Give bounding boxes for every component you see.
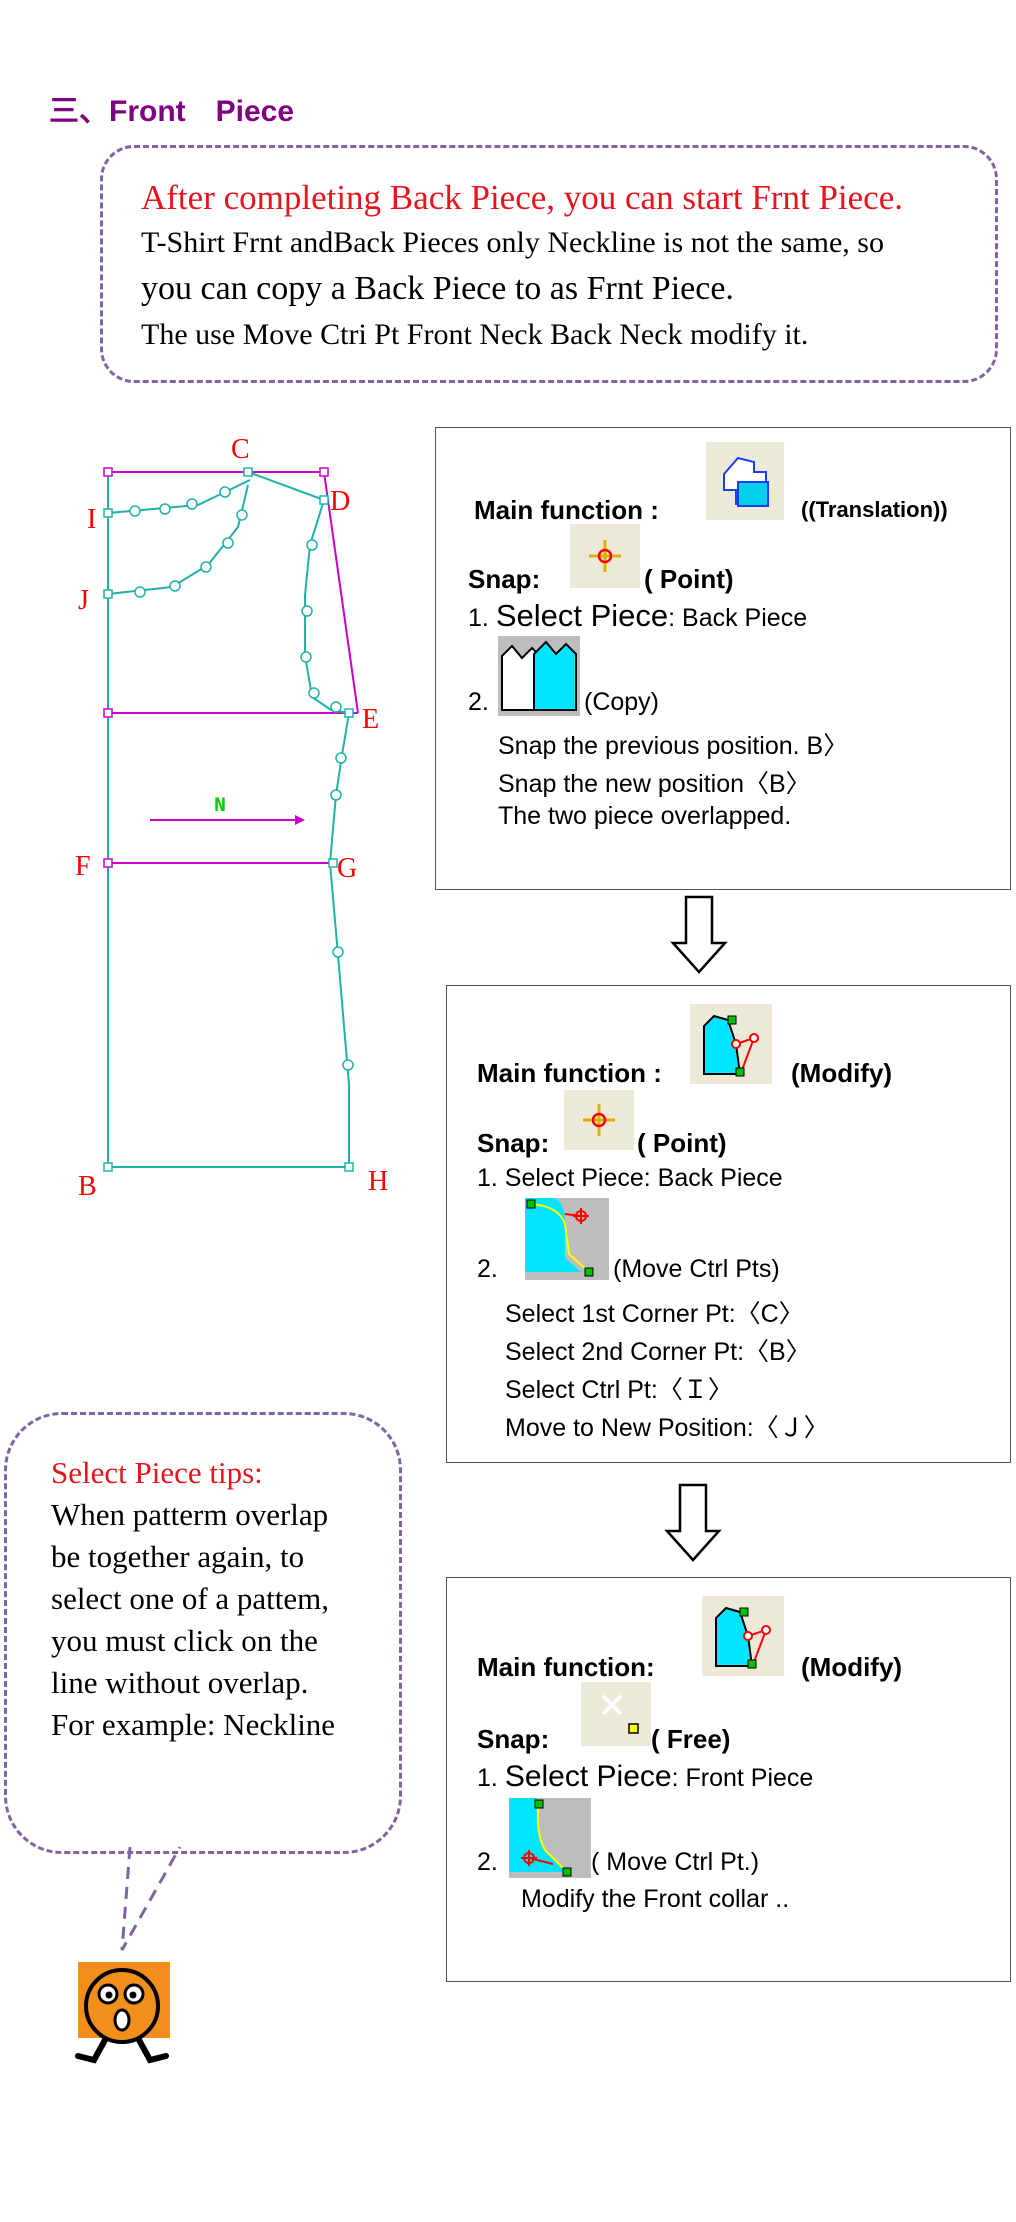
intro-line-1: After completing Back Piece, you can sta… — [141, 178, 903, 217]
label-c: C — [231, 434, 250, 465]
translation-arrow-head — [295, 815, 305, 825]
step1-main-label: Main function : — [474, 495, 659, 525]
down-arrow-2 — [664, 1483, 722, 1562]
label-d: D — [330, 486, 350, 517]
step3-select-piece: Select Piece — [504, 1760, 672, 1793]
step2-snap-mode: ( Point) — [637, 1128, 727, 1158]
tips-bubble: Select Piece tips: When patterm overlap … — [4, 1412, 402, 1854]
step3-line1-rest: : Front Piece — [671, 1764, 814, 1792]
label-i: I — [87, 504, 96, 535]
label-g: G — [337, 853, 357, 884]
step2-panel: Main function : (Modify) Snap: ( Point) … — [446, 985, 1011, 1463]
label-h: H — [368, 1166, 388, 1197]
move-ctrl-pt-icon[interactable] — [509, 1798, 591, 1878]
step2-line6: Move to New Position:〈Ｊ〉 — [505, 1414, 829, 1442]
label-b: B — [78, 1171, 97, 1202]
section-title: 三、Front Piece — [49, 95, 295, 128]
step3-main-label: Main function: — [477, 1652, 655, 1682]
step3-line1: 1. Select Piece: Front Piece — [477, 1760, 813, 1794]
step1-line1-rest: : Back Piece — [668, 604, 808, 632]
point-snap-icon[interactable] — [570, 524, 640, 588]
step2-line2-rest: (Move Ctrl Pts) — [613, 1255, 780, 1283]
intro-callout: After completing Back Piece, you can sta… — [100, 145, 998, 383]
tips-line-4: you must click on the — [51, 1623, 318, 1658]
step1-line1: 1. Select Piece: Back Piece — [468, 598, 807, 634]
tips-line-3: select one of a pattem, — [51, 1581, 330, 1616]
step3-main-mode: (Modify) — [801, 1652, 903, 1682]
step1-select-piece: Select Piece — [495, 598, 669, 633]
tips-title: Select Piece tips: — [51, 1455, 263, 1490]
pattern-magenta-lines — [108, 471, 359, 864]
pattern-diagram: C I D J E F G B H N — [75, 434, 388, 1202]
label-e: E — [362, 704, 379, 735]
step3-snap-label: Snap: — [477, 1724, 550, 1754]
step2-line1: 1. Select Piece: Back Piece — [477, 1164, 783, 1192]
step1-panel: Main function : ((Translation)) Snap: ( … — [435, 427, 1011, 890]
down-arrow-1 — [670, 895, 728, 974]
step2-main-label: Main function : — [477, 1058, 662, 1088]
step1-line2-rest: (Copy) — [584, 688, 660, 716]
tips-line-1: When patterm overlap — [51, 1497, 329, 1532]
move-ctrl-pts-icon[interactable] — [525, 1198, 609, 1280]
step3-line1-num: 1. — [477, 1764, 498, 1792]
step1-snap-mode: ( Point) — [644, 564, 734, 594]
tips-line-6: For example: Neckline — [51, 1707, 336, 1742]
cartoon-character-icon — [75, 1962, 170, 2064]
copy-icon[interactable] — [498, 636, 580, 716]
modify-icon-2[interactable] — [702, 1596, 784, 1676]
step2-main-mode: (Modify) — [791, 1058, 893, 1088]
step2-line3: Select 1st Corner Pt:〈C〉 — [505, 1300, 804, 1328]
step1-line3: Snap the previous position. B〉 — [498, 732, 849, 760]
step1-snap-label: Snap: — [468, 564, 541, 594]
step1-line2-num: 2. — [468, 688, 489, 716]
step3-line2-num: 2. — [477, 1848, 498, 1876]
intro-line-3: you can copy a Back Piece to as Frnt Pie… — [141, 270, 734, 307]
tips-line-2: be together again, to — [51, 1539, 305, 1574]
step1-line1-num: 1. — [468, 604, 489, 632]
step2-line5: Select Ctrl Pt:〈Ｉ〉 — [505, 1376, 733, 1404]
step2-line4: Select 2nd Corner Pt:〈B〉 — [505, 1338, 811, 1366]
label-f: F — [75, 851, 91, 882]
step2-snap-label: Snap: — [477, 1128, 550, 1158]
marker-n: N — [214, 795, 226, 818]
step1-line4: Snap the new position〈B〉 — [498, 770, 811, 798]
step2-line2-num: 2. — [477, 1255, 498, 1283]
step3-panel: Main function: (Modify) Snap: ( Free) 1.… — [446, 1577, 1011, 1982]
intro-line-4: The use Move Ctri Pt Front Neck Back Nec… — [141, 318, 809, 351]
step1-main-mode: ((Translation)) — [801, 497, 948, 522]
tips-line-5: line without overlap. — [51, 1665, 309, 1700]
speech-bubble-tail — [120, 1846, 182, 1951]
step3-snap-mode: ( Free) — [651, 1724, 731, 1754]
step1-line5: The two piece overlapped. — [498, 802, 792, 830]
translation-icon[interactable] — [706, 442, 784, 520]
step3-line3: Modify the Front collar .. — [521, 1885, 790, 1913]
intro-line-2: T-Shirt Frnt andBack Pieces only Necklin… — [141, 226, 884, 259]
step3-line2-rest: ( Move Ctrl Pt.) — [591, 1848, 760, 1876]
free-snap-icon[interactable] — [581, 1682, 651, 1746]
label-j: J — [78, 585, 89, 616]
modify-icon[interactable] — [690, 1004, 772, 1084]
point-snap-icon-2[interactable] — [564, 1090, 634, 1150]
